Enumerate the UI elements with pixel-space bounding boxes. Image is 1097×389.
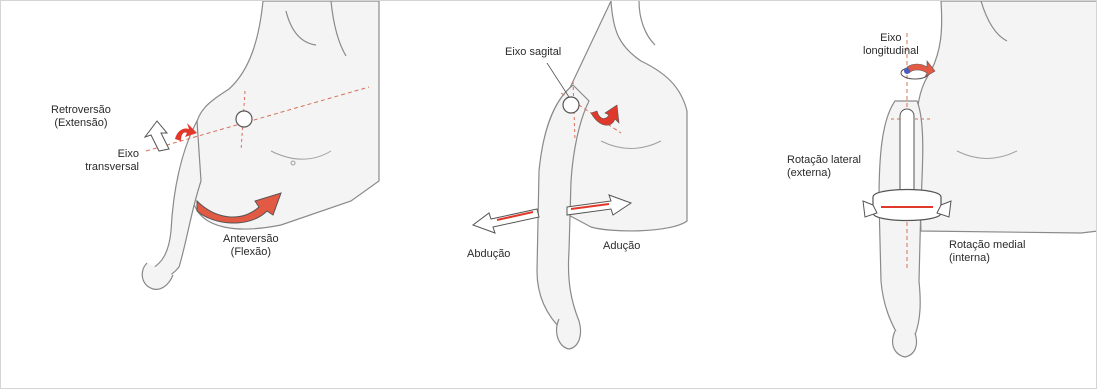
panel-rotation: Eixo longitudinal Rotação lateral (exter… — [781, 1, 1097, 389]
shoulder-joint — [563, 97, 579, 113]
hand-outline — [557, 319, 581, 349]
shoulder-joint — [236, 111, 252, 127]
label-anteversao: Anteversão (Flexão) — [223, 233, 279, 259]
torso-outline — [193, 1, 379, 229]
neck-outline — [639, 1, 655, 45]
label-rotacao-medial: Rotação medial (interna) — [949, 239, 1025, 265]
arm-outline — [147, 121, 201, 279]
label-aducao: Adução — [603, 240, 640, 253]
extension-arrow — [145, 121, 169, 151]
label-retroversao: Retroversão (Extensão) — [51, 104, 111, 130]
panel-abduction-adduction: Eixo sagital Abdução Adução — [441, 1, 741, 389]
top-rotation-dot — [904, 68, 910, 74]
label-eixo-sagital: Eixo sagital — [505, 46, 561, 59]
rotation-band — [873, 190, 941, 221]
panel-flexion-extension: Retroversão (Extensão) Eixo transversal … — [1, 1, 381, 389]
label-rotacao-lateral: Rotação lateral (externa) — [787, 154, 861, 180]
label-abducao: Abdução — [467, 248, 510, 261]
sagittal-leader — [547, 63, 569, 97]
hand-outline — [893, 331, 917, 357]
illustration-abduction-adduction — [441, 1, 741, 389]
torso-outline — [917, 1, 1097, 233]
illustration-rotation — [781, 1, 1097, 389]
label-eixo-transversal: Eixo transversal — [73, 148, 139, 174]
illustration-flexion-extension — [1, 1, 381, 389]
label-eixo-longitudinal: Eixo longitudinal — [863, 32, 919, 58]
